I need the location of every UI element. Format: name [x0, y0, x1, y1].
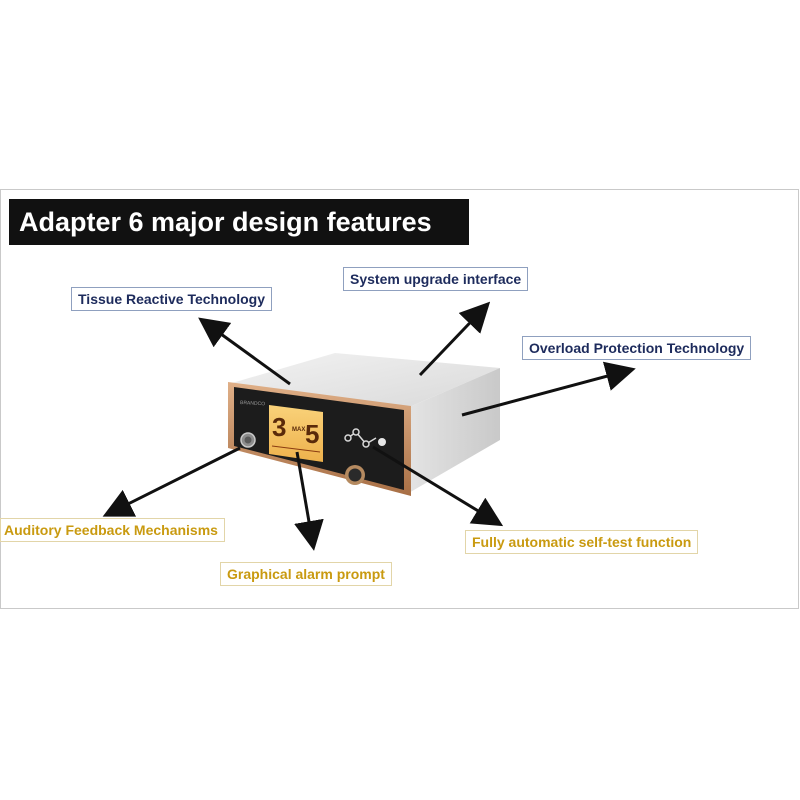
- arrow-auditory: [102, 446, 241, 517]
- display-left-value: 3: [272, 412, 286, 442]
- label-auditory-feedback: Auditory Feedback Mechanisms: [0, 518, 225, 542]
- page-title: Adapter 6 major design features: [9, 199, 469, 245]
- label-tissue-reactive-technology: Tissue Reactive Technology: [71, 287, 272, 311]
- callout-arrows: [102, 301, 636, 551]
- connector-port: [378, 438, 386, 446]
- arrow-tissue: [198, 317, 291, 386]
- volume-knob-cap: [244, 436, 252, 444]
- arrow-selftest: [372, 445, 504, 527]
- connector-icon: [344, 428, 377, 448]
- device-side: [407, 368, 500, 494]
- display-mid-label: MAX: [292, 427, 305, 433]
- display-divider: [271, 445, 321, 453]
- label-self-test-function: Fully automatic self-test function: [465, 530, 699, 554]
- device-brand: BRANDCO: [240, 400, 265, 407]
- device-top: [232, 353, 500, 408]
- label-overload-protection: Overload Protection Technology: [522, 336, 752, 360]
- arrow-alarm: [294, 451, 324, 551]
- display-right-value: 5: [305, 419, 319, 449]
- label-system-upgrade-interface: System upgrade interface: [343, 267, 529, 291]
- arrow-overload: [461, 361, 636, 417]
- power-button: [348, 468, 362, 482]
- device: BRANDCO 3 MAX 5: [228, 353, 500, 496]
- label-graphical-alarm-prompt: Graphical alarm prompt: [220, 562, 392, 586]
- arrow-upgrade: [418, 301, 491, 377]
